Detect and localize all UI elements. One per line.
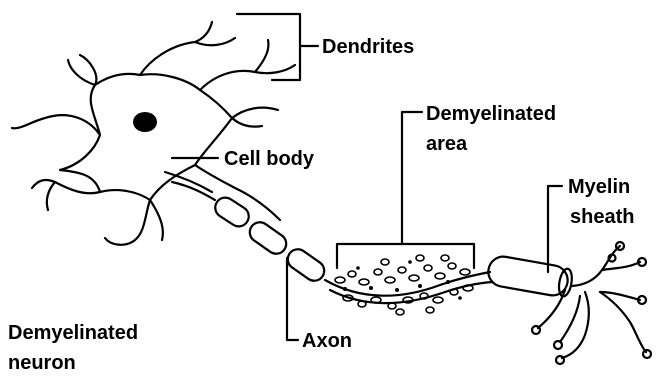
axon-terminals [532,242,651,364]
label-myelin-sheath-2: sheath [570,206,634,228]
label-demyelinated-area-2: area [426,133,468,155]
label-demyelinated-area-1: Demyelinated [426,103,556,125]
nucleus [133,112,157,132]
label-cell-body: Cell body [224,148,315,170]
caption-line-1: Demyelinated [8,322,138,344]
cell-body-shape [12,22,295,245]
axon-shape [165,172,492,303]
caption-line-2: neuron [8,352,76,374]
label-myelin-sheath-1: Myelin [568,176,630,198]
label-axon: Axon [302,330,352,352]
myelin-segment [246,218,290,257]
myelin-segment [284,245,328,284]
myelin-segment [211,194,252,230]
demyelination-debris [335,255,473,315]
myelin-sheath-leader [548,186,562,272]
label-dendrites: Dendrites [322,36,414,58]
myelin-sheath-shape [486,254,574,298]
